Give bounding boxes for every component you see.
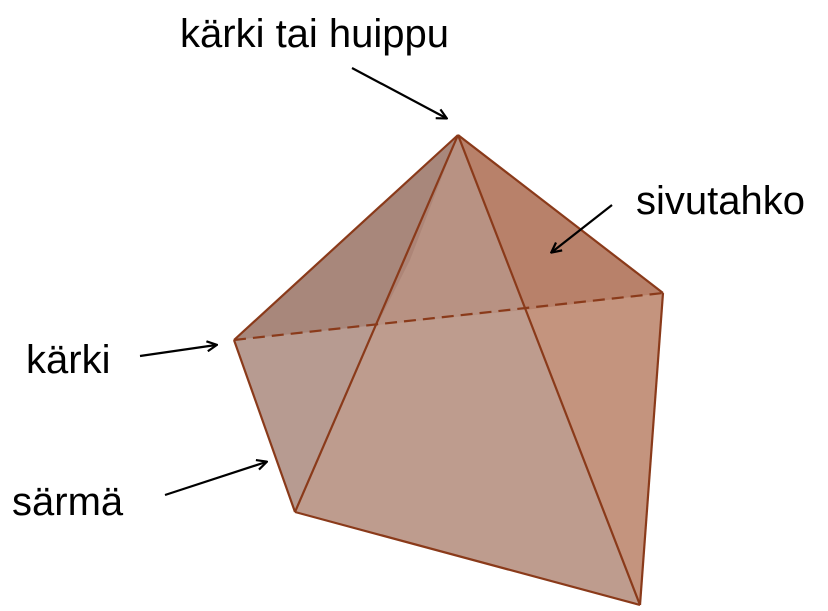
edge-bottom [294,510,641,607]
front-left-face [234,135,458,512]
apex-arrow [351,67,446,118]
edge-apex-left [233,134,459,341]
edge-hidden-dashed [233,291,664,342]
lateral-face-label: sivutahko [636,179,805,223]
pyramid-edges [232,134,665,607]
vertex-arrow [139,345,216,358]
pyramid [232,134,665,607]
edge-label: särmä [12,480,124,524]
right-face [458,135,663,605]
edge-left-bottom-left [232,339,297,513]
arrows [139,67,613,497]
edge-arrow [164,462,266,497]
edge-right-bottom-right [638,292,665,606]
apex-label: kärki tai huippu [180,12,449,56]
vertex-label: kärki [26,338,110,382]
edge-apex-right [457,134,664,294]
front-face [295,135,640,605]
lateral-face-arrow [552,204,613,252]
edge-apex-bottom-right [456,134,642,606]
